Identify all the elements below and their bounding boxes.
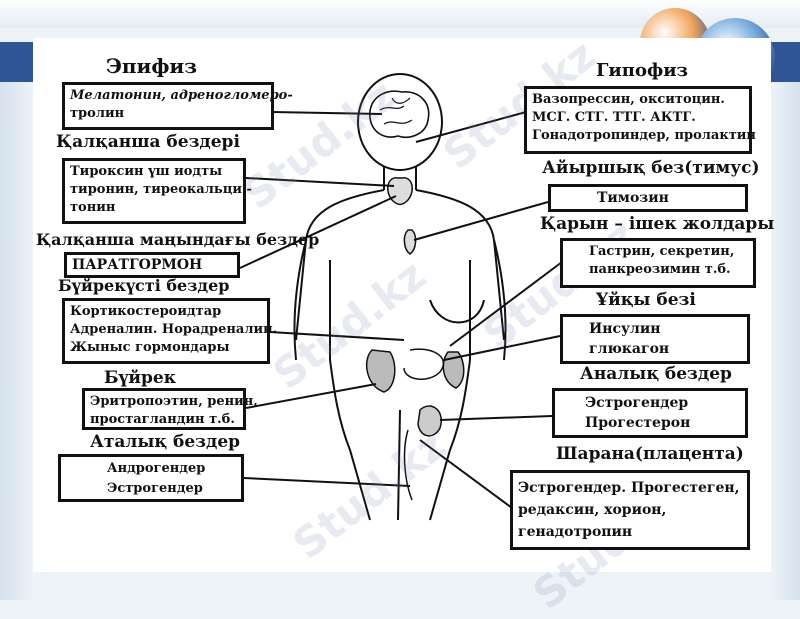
box-placenta-line-3: генадотропин: [518, 524, 633, 540]
box-pituitary: Вазопрессин, окситоцин. МСГ. СТГ. ТТГ. А…: [524, 86, 756, 154]
label-pancreas: Ұйқы безі: [596, 290, 696, 310]
label-ovaries: Аналық бездер: [580, 364, 732, 384]
pancreas-shape: [403, 348, 445, 380]
box-testes-line-2: Эстрогендер: [107, 481, 203, 496]
box-adrenal-line-2: Адреналин. Норадреналин.: [70, 322, 278, 337]
box-adrenal: Кортикостероидтар Адреналин. Норадренали…: [62, 298, 278, 364]
box-ovaries: Эстрогендер Прогестерон: [552, 388, 748, 438]
connector-lines: [239, 111, 563, 509]
label-testes: Аталық бездер: [90, 432, 241, 452]
label-epiphysis: Эпифиз: [106, 54, 198, 78]
box-gi-tract: Гастрин, секретин, панкреозимин т.б.: [560, 238, 756, 288]
box-testes-line-1: Андрогендер: [107, 461, 206, 476]
human-body-figure: [239, 73, 563, 521]
box-ovaries-line-1: Эстрогендер: [585, 395, 689, 411]
box-kidney: Эритропоэтин, ренин, простагландин т.б.: [82, 388, 258, 430]
box-thyroid-line-1: Тироксин үш иодты: [70, 164, 223, 179]
box-epiphysis-line-1: Мелатонин, адреногломеро-: [70, 88, 293, 103]
legs-outline: [329, 359, 471, 521]
box-placenta-line-2: редаксин, хорион,: [518, 502, 667, 518]
box-pancreas: Инсулин глюкагон: [560, 314, 750, 364]
box-thyroid: Тироксин үш иодты тиронин, тиреокальци -…: [62, 158, 252, 224]
label-gi-tract: Қарын – ішек жолдары: [540, 214, 775, 234]
box-parathyroid-line-1: ПАРАТГОРМОН: [72, 257, 203, 273]
label-pituitary: Гипофиз: [596, 60, 689, 81]
thymus-gland: [403, 229, 417, 255]
label-placenta: Шарана(плацента): [556, 444, 744, 464]
label-kidney: Бүйрек: [104, 368, 176, 388]
box-placenta: Эстрогендер. Прогестеген, редаксин, хори…: [510, 470, 750, 550]
box-pituitary-line-3: Гонадотропиндер, пролактин: [532, 128, 756, 143]
box-pancreas-line-2: глюкагон: [589, 341, 670, 357]
box-thyroid-line-2: тиронин, тиреокальци -: [70, 182, 252, 197]
box-epiphysis-line-2: тролин: [70, 106, 125, 121]
slide-left-strip: [0, 82, 34, 600]
ovary-shape: [417, 405, 443, 437]
box-parathyroid: ПАРАТГОРМОН: [64, 252, 240, 278]
box-placenta-line-1: Эстрогендер. Прогестеген,: [518, 480, 740, 496]
kidney-shape: [365, 349, 396, 393]
box-testes: Андрогендер Эстрогендер: [58, 454, 244, 502]
box-adrenal-line-3: Жыныс гормондары: [70, 340, 230, 355]
box-kidney-line-1: Эритропоэтин, ренин,: [90, 394, 258, 409]
slide-right-strip: [770, 82, 800, 600]
box-gi-tract-line-2: панкреозимин т.б.: [589, 262, 731, 277]
box-thymus: Тимозин: [548, 184, 748, 212]
label-thyroid: Қалқанша бездері: [56, 132, 240, 152]
box-epiphysis: Мелатонин, адреногломеро- тролин: [62, 82, 293, 130]
box-gi-tract-line-1: Гастрин, секретин,: [589, 244, 735, 259]
box-ovaries-line-2: Прогестерон: [585, 415, 691, 431]
box-thyroid-line-3: тонин: [70, 200, 116, 215]
box-pancreas-line-1: Инсулин: [589, 321, 661, 337]
brain-shape: [369, 90, 430, 138]
box-pituitary-line-2: МСГ. СТГ. ТТГ. АКТГ.: [532, 110, 696, 125]
box-pituitary-line-1: Вазопрессин, окситоцин.: [532, 92, 725, 107]
label-thymus: Айыршық без(тимус): [542, 158, 760, 178]
box-thymus-line-1: Тимозин: [597, 190, 669, 206]
box-adrenal-line-1: Кортикостероидтар: [70, 304, 222, 319]
head-outline: [357, 73, 443, 171]
thyroid-gland: [387, 177, 413, 206]
label-adrenal: Бүйрекүсті бездер: [58, 276, 230, 295]
label-parathyroid: Қалқанша маңындағы бездер: [36, 230, 320, 249]
box-kidney-line-2: простагландин т.б.: [90, 412, 235, 427]
